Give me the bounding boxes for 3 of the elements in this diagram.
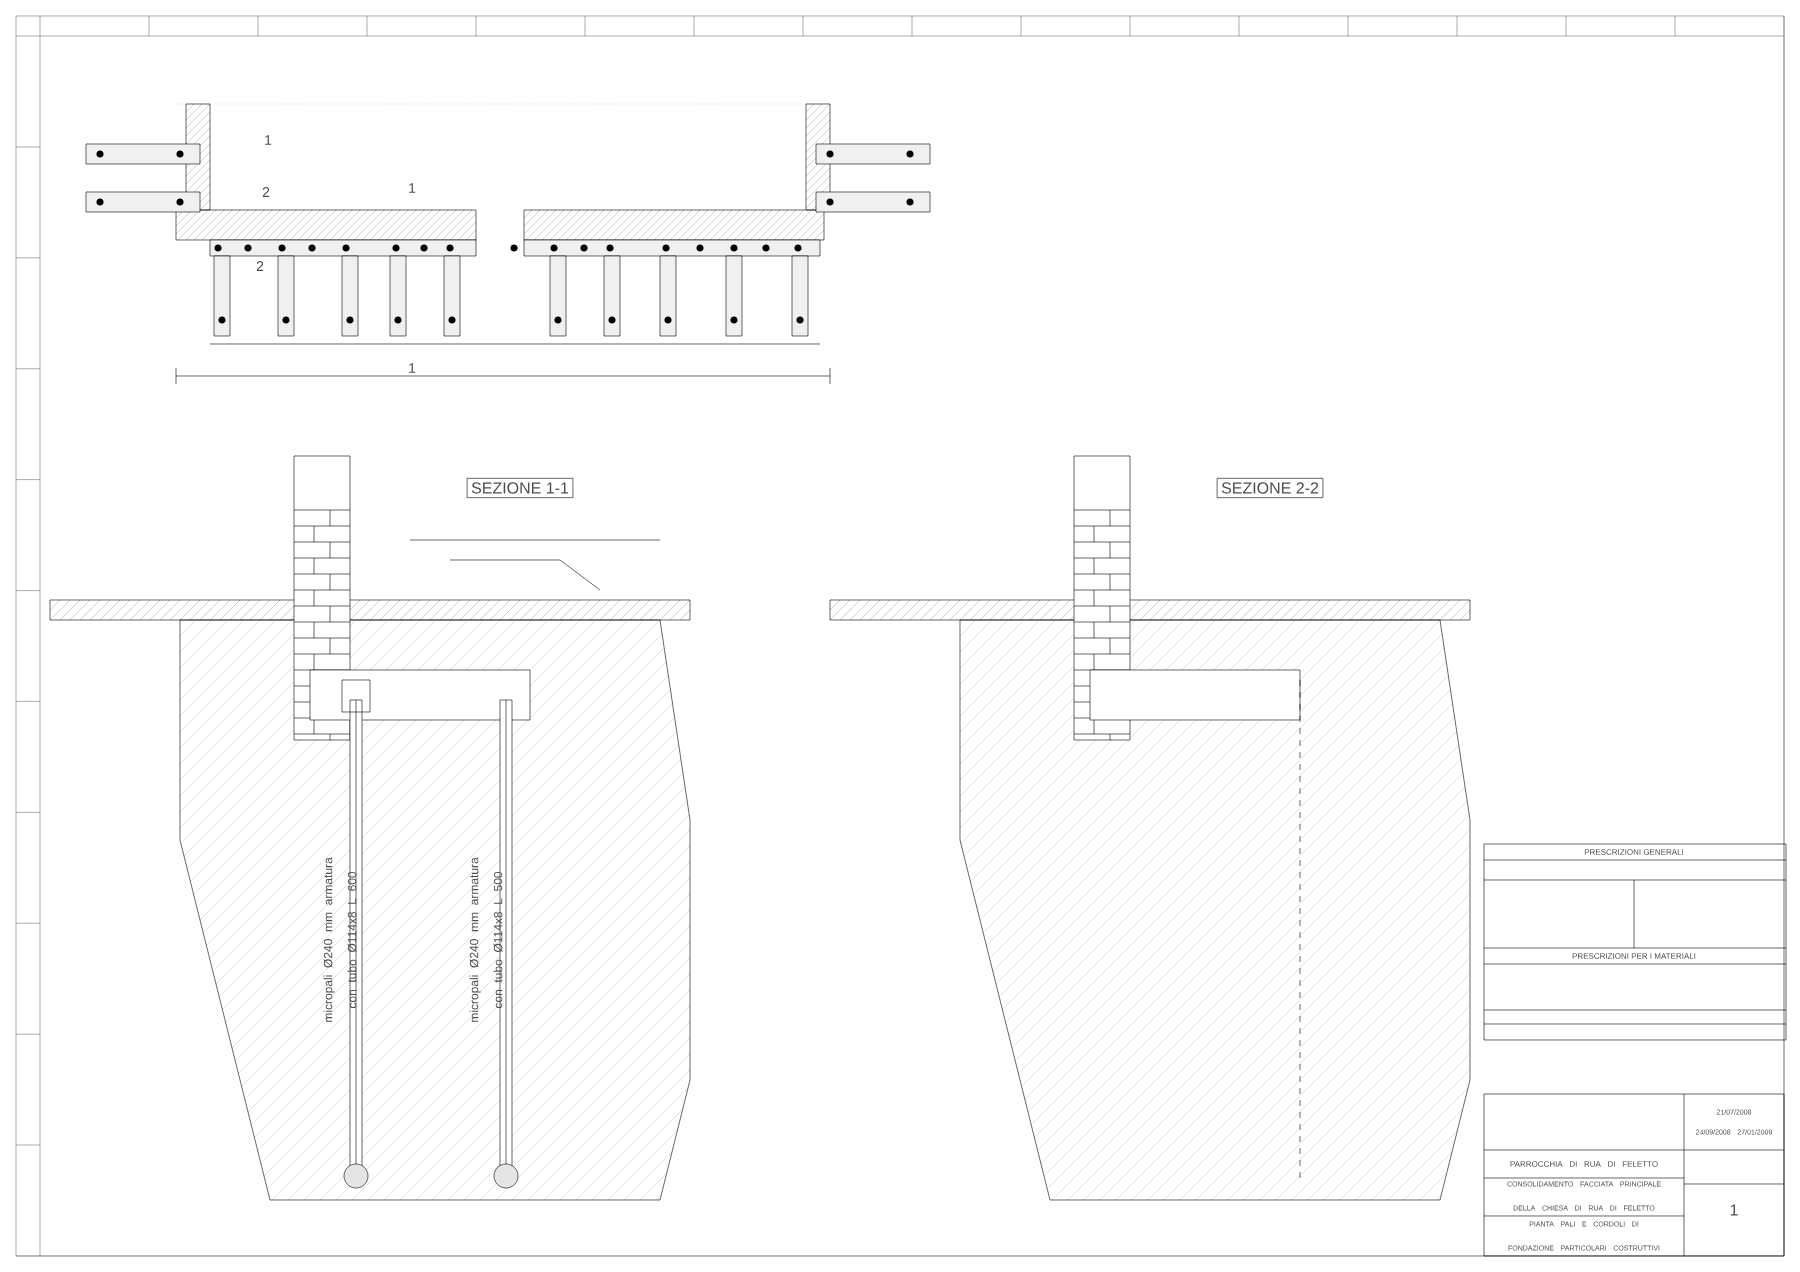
section-title: SEZIONE 1-1 xyxy=(466,478,574,498)
title-block-text: 1 xyxy=(1730,1204,1738,1216)
section-title: SEZIONE 2-2 xyxy=(1216,478,1324,498)
